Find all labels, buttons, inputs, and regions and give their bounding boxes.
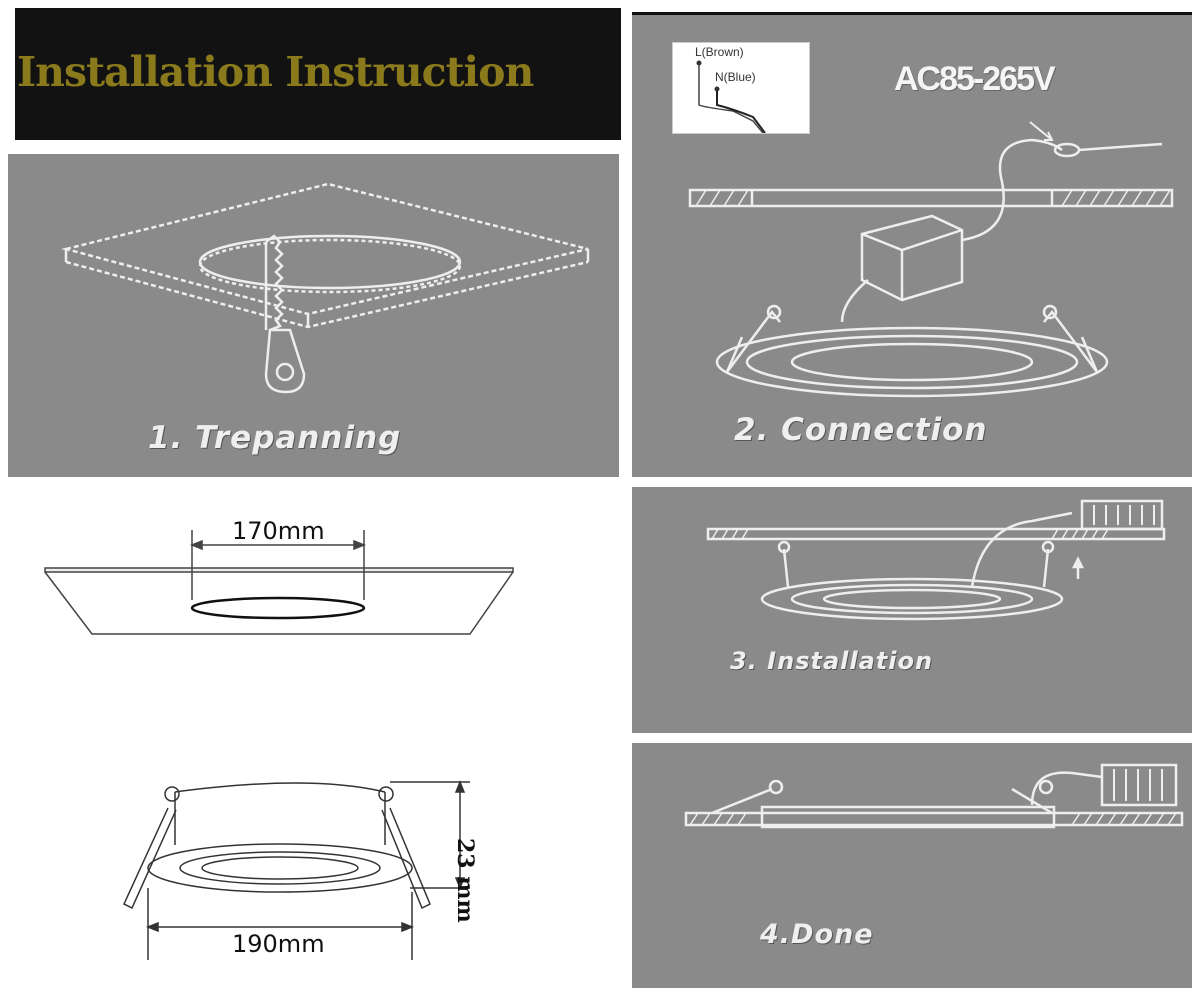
step-4-label: 4.Done: [760, 919, 874, 950]
step-2-label: 2. Connection: [734, 412, 988, 448]
title-banner: Installation Instruction: [15, 8, 621, 140]
neutral-wire-label: N(Blue): [715, 70, 756, 84]
live-wire-label: L(Brown): [695, 45, 744, 59]
trepanning-drawing: [61, 182, 590, 394]
step-1-label: 1. Trepanning: [148, 420, 402, 456]
connection-drawing: [688, 121, 1174, 398]
top-border: [632, 12, 1192, 15]
cutout-dimension-label: 170mm: [232, 517, 325, 545]
done-drawing: [684, 763, 1184, 829]
page-title: Installation Instruction: [17, 48, 534, 96]
step-installation-panel: 3. Installation: [632, 487, 1192, 733]
wiring-diagram-box: L(Brown) N(Blue): [672, 42, 810, 134]
step-trepanning-panel: 1. Trepanning: [8, 154, 619, 477]
installation-drawing: [706, 499, 1166, 621]
wire-lines: [696, 60, 766, 133]
step-done-panel: 4.Done: [632, 743, 1192, 988]
product-dimension-drawing: [123, 779, 470, 960]
step-connection-panel: L(Brown) N(Blue) AC85-265V: [632, 12, 1192, 477]
step-3-label: 3. Installation: [730, 647, 934, 675]
diameter-dimension-label: 190mm: [232, 930, 325, 958]
voltage-label: AC85-265V: [894, 60, 1056, 98]
cutout-dimension-drawing: [44, 530, 514, 635]
height-dimension-label: 23 mm: [452, 838, 478, 923]
